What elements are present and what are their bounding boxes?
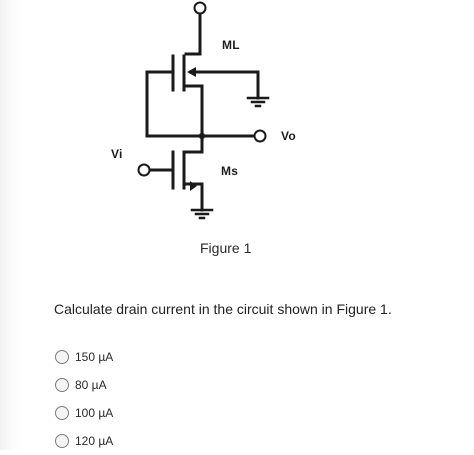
vo-label: Vo: [281, 129, 296, 143]
vi-label: Vi: [111, 147, 123, 161]
supply-terminal: [193, 1, 207, 15]
load-body-arrow: [187, 67, 196, 77]
answer-option-label: 100 µA: [75, 406, 114, 420]
load-ground-symbol: [246, 96, 270, 108]
answer-option-label: 150 µA: [75, 350, 114, 364]
switch-source-arrow: [190, 181, 197, 191]
ms-label: Ms: [221, 164, 239, 178]
radio-button[interactable]: [55, 406, 69, 420]
answer-option-120ua[interactable]: 120 µA: [55, 427, 275, 455]
answer-option-label: 120 µA: [75, 434, 114, 448]
ml-label: ML: [222, 38, 240, 52]
input-terminal: [137, 163, 151, 177]
radio-button[interactable]: [55, 434, 69, 448]
radio-button[interactable]: [55, 378, 69, 392]
question-text: Calculate drain current in the circuit s…: [54, 301, 392, 317]
figure-caption: Figure 1: [200, 240, 252, 256]
switch-ground-symbol: [190, 208, 214, 220]
output-terminal: [253, 129, 267, 143]
answer-option-80ua[interactable]: 80 µA: [55, 371, 275, 399]
radio-button[interactable]: [55, 350, 69, 364]
output-node-dot: [198, 132, 206, 140]
circuit-diagram: [137, 1, 270, 220]
answer-option-100ua[interactable]: 100 µA: [55, 399, 275, 427]
answer-option-150ua[interactable]: 150 µA: [55, 343, 275, 371]
answer-options: 150 µA 80 µA 100 µA 120 µA: [55, 343, 275, 455]
answer-option-label: 80 µA: [75, 378, 107, 392]
